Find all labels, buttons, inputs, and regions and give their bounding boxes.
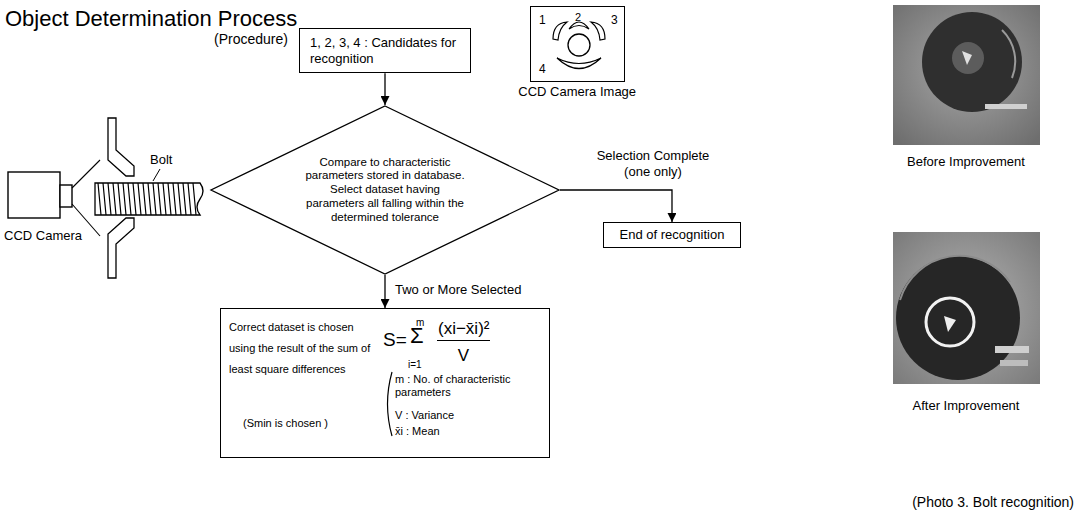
diamond-shape	[211, 106, 559, 274]
symbol-note: m : No. of characteristic parameters	[395, 373, 541, 399]
symbol-note: x̄i : Mean	[395, 425, 440, 438]
figure-caption: (Photo 3. Bolt recognition)	[912, 494, 1074, 511]
diagram-title: Object Determination Process	[5, 6, 297, 32]
formula-text: S=	[383, 329, 407, 352]
photo-detail	[926, 298, 974, 346]
formula-box: Correct dataset is chosen using the resu…	[220, 308, 550, 458]
leader-line	[153, 169, 160, 181]
terminal-box: End of recognition	[603, 222, 742, 248]
bolt-body	[95, 183, 203, 215]
camera-image-box: 1234CCD Camera Image	[530, 6, 625, 82]
text-slot: Correct dataset is chosen using the resu…	[229, 317, 379, 380]
bolt-thread	[98, 183, 196, 215]
bolt-end-circle	[568, 34, 590, 56]
decision-text: Compare to characteristic parameters sto…	[303, 156, 468, 225]
text-slot: After Improvement	[913, 396, 1020, 414]
box-text: End of recognition	[620, 227, 725, 243]
formula-sigma: Σ	[410, 323, 424, 349]
text-slot: 2	[575, 7, 581, 25]
text-slot: CCD Camera	[4, 226, 82, 244]
callout-number: 2	[575, 11, 581, 24]
photo-label: Before Improvement	[907, 154, 1025, 170]
ccd-camera	[8, 160, 100, 236]
part-label: Bolt	[150, 152, 172, 168]
process-box: 1, 2, 3, 4 : Candidates for recognition	[299, 28, 471, 73]
callout-number: 3	[611, 13, 618, 27]
text-slot: (Procedure)	[214, 30, 288, 48]
callout-number: 4	[539, 62, 546, 76]
edge-label: Two or More Selected	[395, 282, 521, 298]
text-slot: (Smin is chosen )	[243, 413, 328, 431]
candidate-shape	[569, 22, 589, 29]
text-slot: Before Improvement	[907, 152, 1025, 170]
photo-bolt-head	[922, 12, 1022, 112]
edge-label: Selection Complete (one only)	[588, 148, 718, 179]
camera-body	[8, 172, 60, 218]
photo-label: After Improvement	[913, 398, 1020, 414]
photo-detail	[985, 104, 1027, 109]
text-slot: V	[458, 346, 469, 366]
bolt	[95, 169, 203, 215]
photo-detail	[900, 256, 1010, 300]
photo-detail	[944, 316, 956, 332]
candidate-shape	[591, 22, 605, 40]
text-slot: Bolt	[150, 150, 172, 168]
photo-detail	[952, 42, 984, 74]
part-label: CCD Camera	[4, 228, 82, 244]
candidate-shape	[557, 58, 601, 69]
flow-arrow	[560, 190, 672, 222]
text-slot: S=	[383, 329, 407, 352]
bracket	[388, 372, 393, 436]
photo-detail	[1000, 360, 1028, 366]
symbol-note: V : Variance	[395, 409, 454, 422]
photo-ground	[893, 5, 1040, 145]
text-slot: Selection Complete (one only)	[588, 148, 718, 180]
body-text: Correct dataset is chosen using the resu…	[229, 317, 379, 380]
text-slot: Object Determination Process	[5, 6, 297, 32]
text-slot: Two or More Selected	[395, 280, 521, 298]
image-heading: CCD Camera Image	[518, 84, 636, 100]
text-slot: Σ	[410, 323, 424, 349]
flow-arrow	[384, 73, 385, 105]
box-text: 1, 2, 3, 4 : Candidates for recognition	[310, 35, 460, 66]
candidate-shape	[553, 22, 567, 40]
text-slot: CCD Camera Image	[518, 82, 636, 100]
plate	[108, 218, 134, 278]
callout-number: 1	[539, 13, 546, 27]
text-slot: V : Variance	[395, 405, 454, 423]
photo-before	[893, 5, 1040, 145]
photo-detail	[962, 51, 972, 65]
formula-numerator: (xi−x̄i)²	[437, 319, 490, 341]
formula-denominator: V	[458, 346, 469, 366]
photo-ground	[893, 232, 1040, 384]
photo-after	[893, 232, 1040, 384]
decision-diamond: Compare to characteristic parameters sto…	[210, 105, 560, 275]
text-slot: m : No. of characteristic parameters	[395, 373, 541, 400]
text-slot: i=1	[408, 354, 422, 372]
plate	[108, 118, 134, 176]
text-slot: 1	[539, 10, 546, 28]
flow-arrow	[384, 275, 385, 308]
photo-detail	[995, 346, 1029, 353]
text-slot: 3	[611, 10, 618, 28]
formula-limit: i=1	[408, 359, 422, 371]
text-slot: (xi−x̄i)²	[437, 319, 490, 341]
text-slot: 4	[539, 59, 546, 77]
photo-detail	[1002, 30, 1015, 78]
text-slot: (Photo 3. Bolt recognition)	[912, 493, 1074, 511]
step-label: (Procedure)	[214, 31, 288, 48]
text-slot: x̄i : Mean	[395, 421, 440, 439]
camera-lens	[60, 185, 72, 207]
body-text: (Smin is chosen )	[243, 417, 328, 430]
